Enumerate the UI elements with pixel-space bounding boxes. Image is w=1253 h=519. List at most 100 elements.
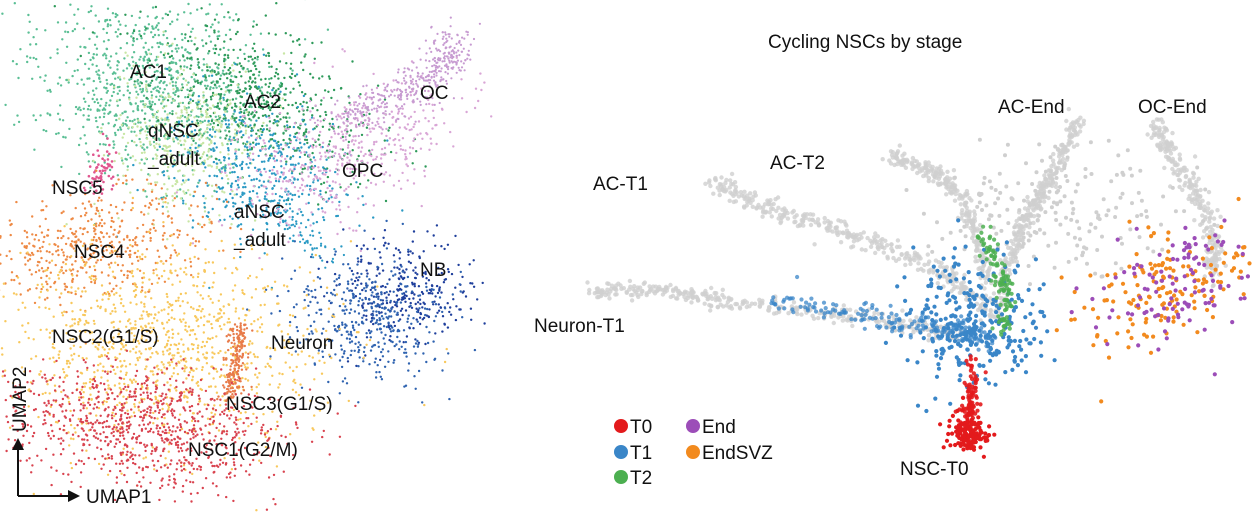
cell-point-oc [355,125,358,128]
cell-point-oc [385,102,388,105]
cell-point-ac1 [87,153,90,156]
cell-point-oc [418,47,421,50]
cell-point-opc [313,61,316,65]
cell-point-oc [365,114,368,117]
cell-point-oc [344,109,347,112]
cell-point-ansc [182,134,186,138]
cell-point-oc [448,33,451,36]
cell-point-ac2 [264,14,267,17]
cell-point-ac2 [285,116,288,120]
cell-point-ac2 [296,39,299,42]
cell-point-ac2 [260,102,263,106]
cell-point-ac1 [26,60,29,64]
cell-point-qnsc [206,63,209,67]
cell-point-ansc [306,184,309,187]
cell-point-opc [372,143,376,146]
cell-point-qnsc [200,143,203,146]
cell-point-nsc4 [142,213,146,216]
cell-point-ansc [207,211,210,214]
cell-point-ac1 [91,97,94,101]
cell-point-neuron [451,293,454,296]
cell-point-opc [303,164,306,167]
cell-point-opc [371,127,374,130]
cell-point-neuron [431,300,434,304]
cell-point-opc [423,175,427,178]
cell-point-nsc4 [95,238,98,242]
cell-point-ac1 [116,174,120,177]
cell-point-nb [378,251,381,254]
cell-point-ac1 [173,37,177,41]
cell-point-nsc2 [152,422,155,425]
cell-point-ansc [196,185,199,188]
cell-point-nsc4 [121,280,124,284]
cell-point-nsc5 [96,149,99,152]
cell-point-qnsc [169,155,172,159]
cell-point-ansc [286,155,289,158]
cell-point-opc [327,151,330,154]
cell-point-nsc4 [9,233,12,237]
cell-point-ac1 [88,37,91,41]
cell-point-nsc4 [172,233,175,236]
cell-point-ac1 [89,58,92,62]
cell-point-ansc [244,124,247,128]
cell-point-opc [335,208,338,211]
cell-point-nsc4 [147,206,151,209]
cell-point-ac2 [303,55,306,58]
cell-point-opc [354,139,357,142]
cell-point-nsc4 [88,265,92,269]
cell-point-nb [441,315,445,318]
cell-point-qnsc [179,74,182,77]
cell-point-ac2 [250,96,253,100]
cell-point-nb [394,247,398,250]
cell-point-neuron [389,340,393,343]
cell-point-ansc [315,220,319,224]
cell-point-nsc2 [217,351,220,355]
cell-point-qnsc [281,97,284,100]
cell-point-ac2 [351,60,354,63]
cell-point-nsc4 [149,228,152,231]
cell-point-qnsc [144,86,148,89]
cell-point-neuron [426,341,430,345]
cell-point-qnsc [119,113,122,117]
cell-point-nsc4 [95,225,98,228]
cell-point-ac1 [153,102,157,106]
cell-point-ansc [300,146,303,149]
cell-point-ac2 [290,51,293,55]
cell-point-ac2 [272,87,275,90]
cell-point-oc [376,104,379,107]
cell-point-ac1 [107,122,110,125]
cell-point-qnsc [127,126,130,129]
cell-point-neuron [337,276,341,280]
cell-point-neuron [371,286,374,290]
cell-point-ac1 [46,89,49,93]
cell-point-ac2 [327,90,330,94]
cell-point-opc [243,122,247,125]
cell-point-neuron [402,329,406,332]
cell-point-ansc [234,152,237,155]
cell-point-ac1 [250,102,254,105]
cell-point-ac2 [330,96,333,100]
cell-point-ac1 [102,143,105,146]
cell-point-ac1 [213,189,216,193]
cell-point-opc [474,87,478,90]
cell-point-nsc4 [161,212,165,215]
cell-point-neuron [387,360,390,363]
cell-point-oc [440,78,443,81]
cell-point-opc [312,117,315,120]
cell-point-ac1 [82,27,86,30]
cell-point-nsc2 [203,344,206,348]
cell-point-neuron [349,308,353,311]
cell-point-ac1 [17,120,21,124]
cell-point-oc [433,42,436,45]
cell-point-oc [462,47,465,50]
cell-point-opc [217,220,221,223]
cell-point-oc [358,124,361,127]
cell-point-neuron [401,222,404,226]
cell-point-neuron [384,312,387,315]
cell-point-nsc2 [253,355,257,358]
cell-point-ac2 [215,73,218,76]
cell-point-nb [411,240,414,243]
cell-point-neuron [375,314,378,317]
cell-point-qnsc [113,159,116,163]
cell-point-opc [449,130,452,134]
